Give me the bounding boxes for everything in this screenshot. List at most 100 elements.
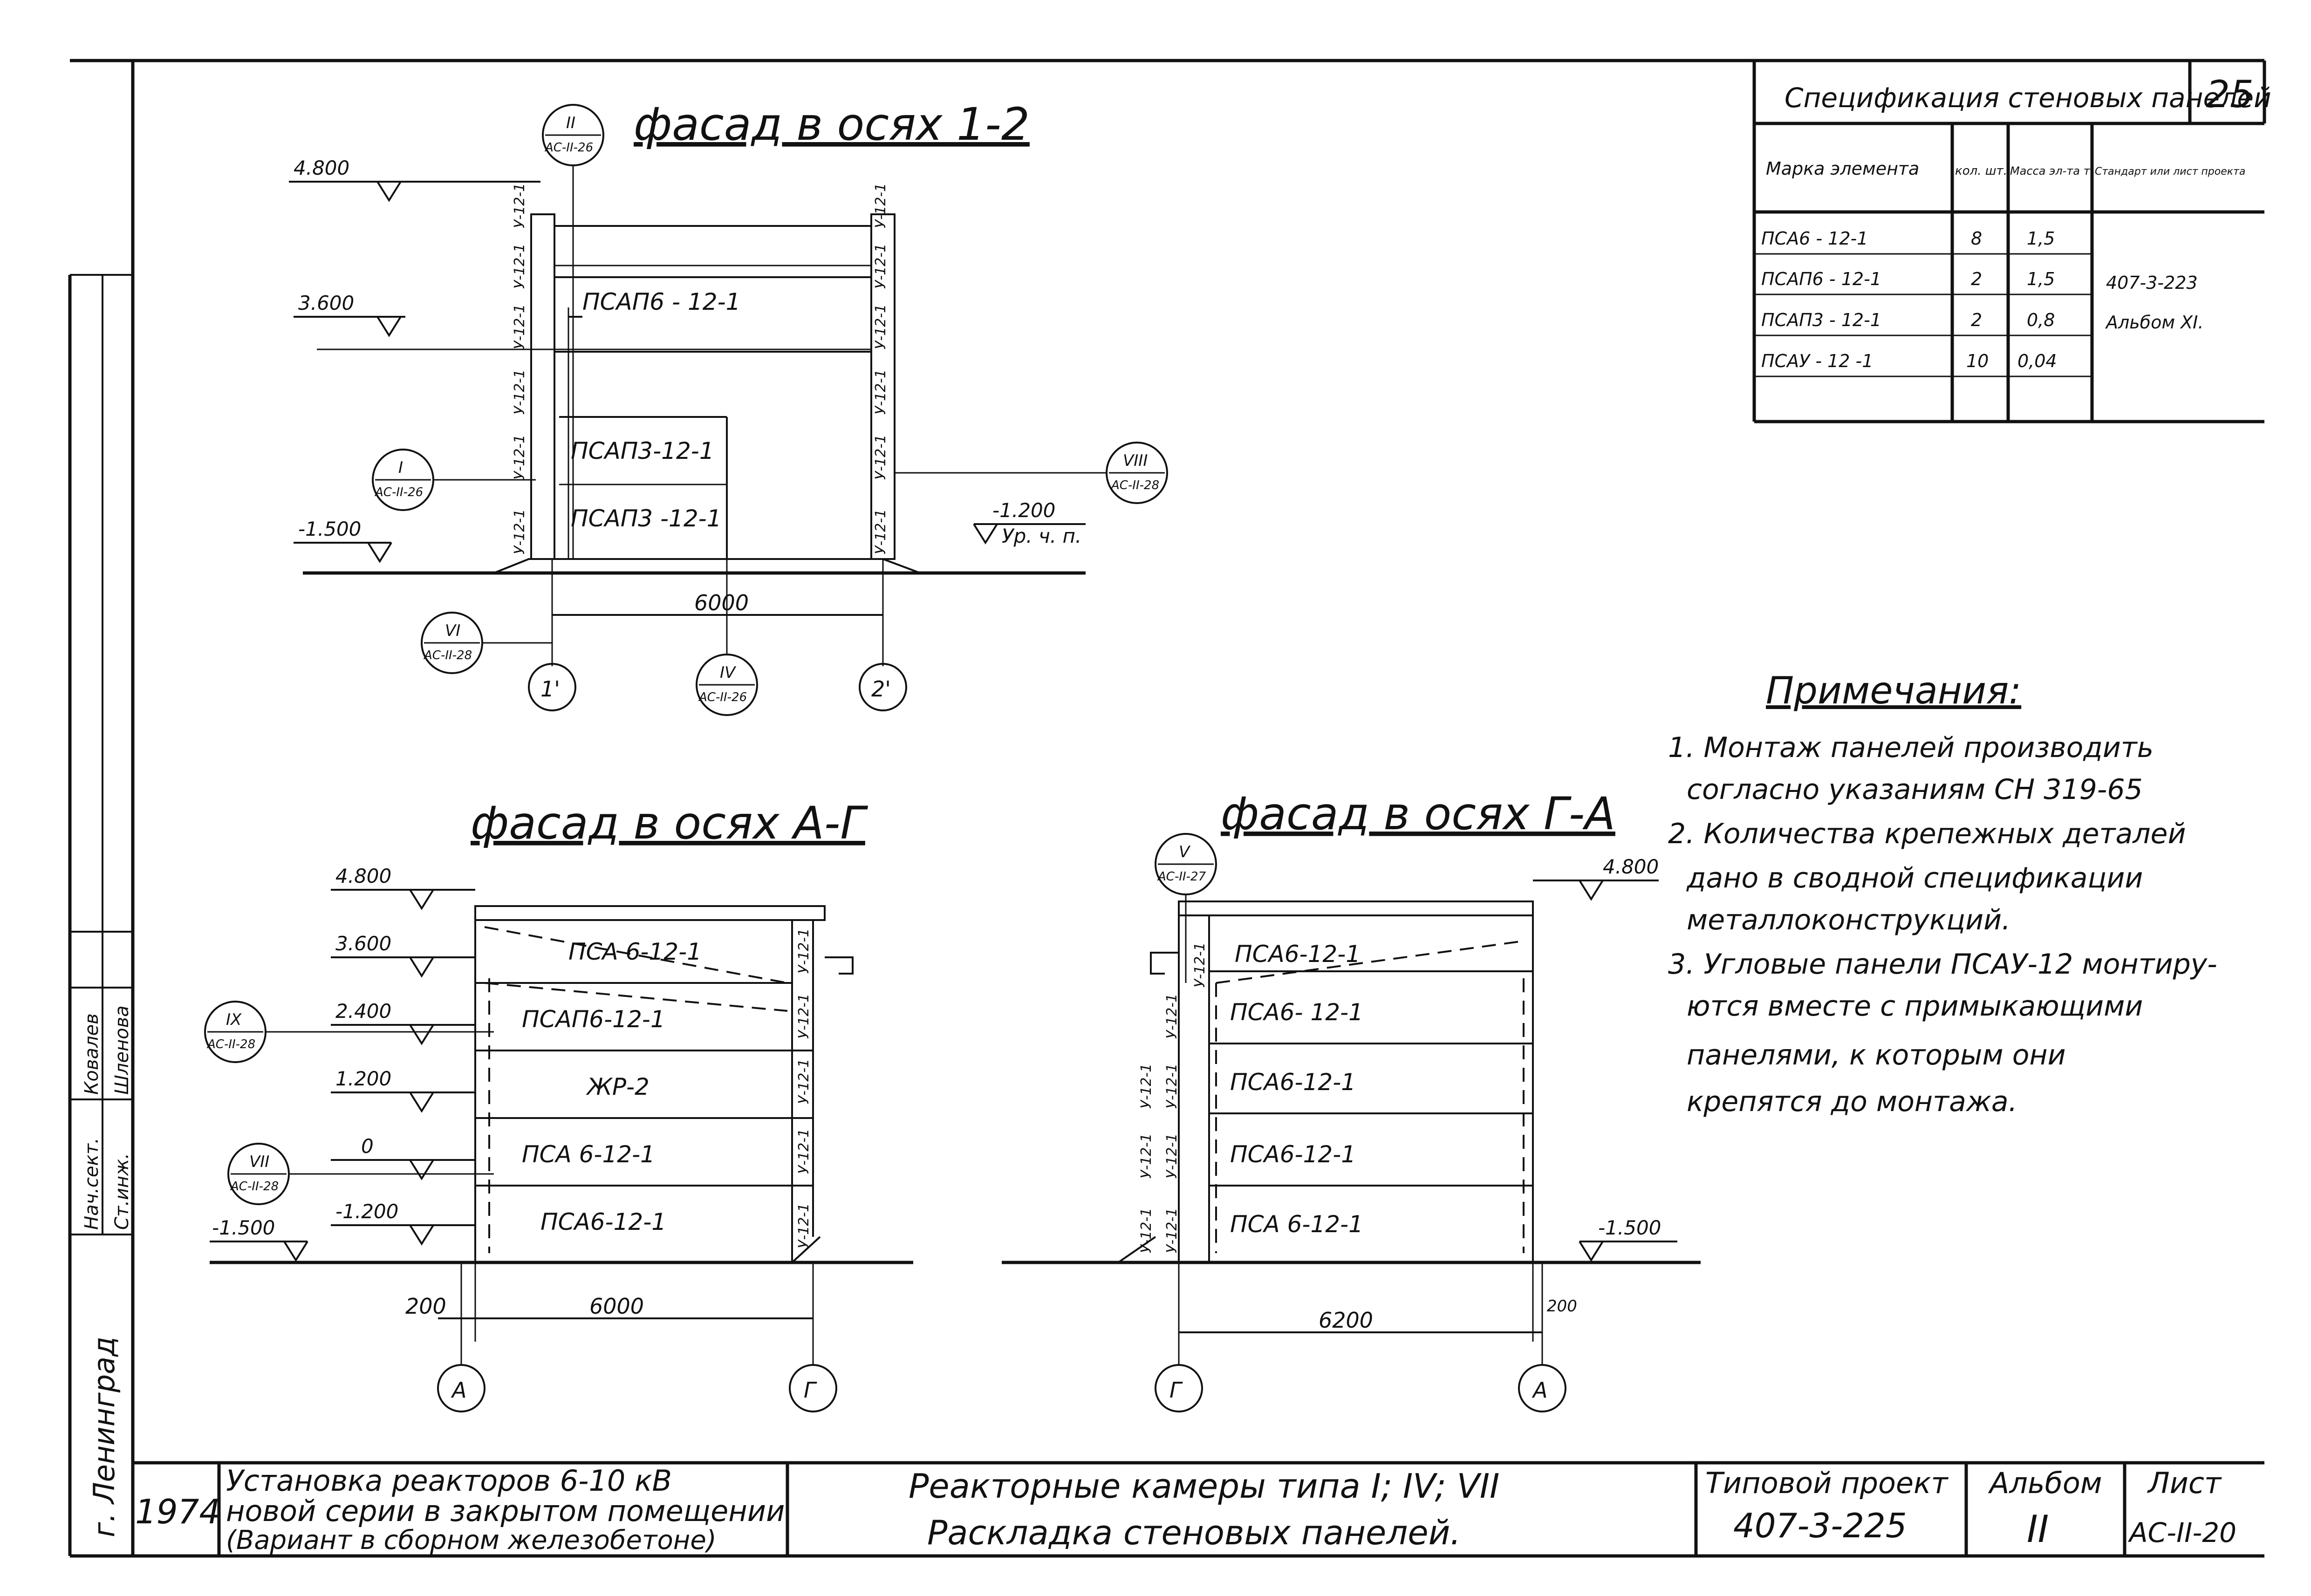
svg-text:АС-II-28: АС-II-28 (206, 1037, 255, 1051)
corner-panel-label: У-12-1 (512, 304, 528, 349)
panel-label: ПСА 6-12-1 (568, 938, 702, 965)
axis-label: А (1532, 1378, 1547, 1403)
level-mark: Ур. ч. п. (1002, 525, 1081, 547)
svg-text:V: V (1179, 843, 1191, 861)
section-callout: V АС-II-27 (1155, 833, 1217, 983)
corner-panel-label: У-12-1 (512, 369, 528, 415)
panel-label: ПСА 6-12-1 (522, 1141, 655, 1168)
elevation-g-a: фасад в осях Г-А ПСА6-12-1 ПСА6- 12-1 ПС… (1002, 788, 1701, 1412)
panel-label: ПСА6-12-1 (1235, 941, 1361, 968)
panel-label: ПСАП6 - 12-1 (582, 288, 740, 315)
corner-panel-label: У-12-1 (796, 1203, 812, 1248)
level-mark: -1.200 (992, 499, 1055, 522)
title-project: (Вариант в сборном железобетоне) (226, 1525, 717, 1555)
sheet-number: 25 (2206, 73, 2254, 116)
corner-panel-label: У-12-1 (873, 183, 889, 228)
corner-panel-label: У-12-1 (796, 994, 812, 1039)
panel-label: ПСА 6-12-1 (1230, 1211, 1363, 1238)
title-block: 1974 Установка реакторов 6-10 кВ новой с… (133, 1461, 2264, 1556)
level-mark: -1.500 (212, 1216, 275, 1239)
elevation-2-title: фасад в осях А-Г (471, 797, 868, 849)
elevation-3-title: фасад в осях Г-А (1221, 788, 1615, 840)
spec-header-standard: Стандарт или лист проекта (2095, 166, 2245, 177)
level-mark: 2.400 (335, 1000, 391, 1023)
stamp-name: Ковалев (81, 1013, 103, 1095)
level-mark: -1.500 (1598, 1216, 1661, 1239)
title-sheet-value: АС-II-20 (2127, 1517, 2236, 1548)
note-line: 2. Количества крепежных деталей (1668, 818, 2186, 850)
panel-label: ЖР-2 (586, 1073, 650, 1100)
panel-label: ПСА6-12-1 (1230, 1069, 1356, 1096)
title-drawing: Реакторные камеры типа I; IV; VII (909, 1466, 1499, 1506)
axis-label: 2' (871, 676, 891, 702)
axis-label: Г (804, 1378, 817, 1403)
svg-text:АС-II-28: АС-II-28 (230, 1180, 279, 1194)
corner-panel-label: У-12-1 (873, 509, 889, 554)
note-line: дано в сводной спецификации (1686, 862, 2143, 894)
svg-text:АС-II-27: АС-II-27 (1157, 870, 1206, 884)
side-stamp: Нач.сект. Ковалев Ст.инж. Шленова г. Лен… (68, 274, 133, 1556)
level-mark: 4.800 (335, 865, 391, 887)
section-callout: IV АС-II-26 (696, 484, 758, 716)
panel-label: ПСАП3 -12-1 (571, 505, 722, 532)
svg-text:АС-II-26: АС-II-26 (374, 485, 423, 499)
corner-panel-label: У-12-1 (512, 244, 528, 289)
title-drawing: Раскладка стеновых панелей. (927, 1513, 1461, 1552)
svg-text:АС-II-26: АС-II-26 (698, 690, 747, 704)
spec-row-mark: ПСА6 - 12-1 (1761, 228, 1868, 249)
note-line: ются вместе с примыкающими (1687, 990, 2143, 1023)
title-typical-label: Типовой проект (1705, 1466, 1949, 1500)
spec-standard-1: 407-3-223 (2106, 273, 2198, 293)
dimension-label: 6200 (1319, 1308, 1373, 1333)
elevation-a-g: фасад в осях А-Г ПСА 6-12-1 ПСАП6-12-1 Ж… (204, 797, 913, 1412)
note-line: 1. Монтаж панелей производить (1668, 731, 2154, 764)
corner-panel-label: У-12-1 (796, 1059, 812, 1104)
corner-panel-label: У-12-1 (873, 244, 889, 289)
title-sheet-label: Лист (2147, 1466, 2222, 1500)
corner-panel-label: У-12-1 (1164, 1064, 1180, 1109)
level-mark: 3.600 (335, 932, 391, 955)
section-callout: IX АС-II-28 (204, 1001, 494, 1063)
spec-row-mark: ПСАП6 - 12-1 (1761, 269, 1881, 289)
note-line: 3. Угловые панели ПСАУ-12 монтиру- (1668, 948, 2217, 981)
stamp-role: Нач.сект. (81, 1138, 103, 1230)
corner-panel-label: У-12-1 (512, 435, 528, 480)
svg-text:I: I (398, 458, 403, 477)
svg-text:II: II (566, 114, 575, 132)
dimension-label: 200 (405, 1294, 446, 1319)
dimension-label: 6000 (694, 590, 749, 615)
spec-header-qty: кол. шт. (1955, 164, 2007, 178)
stamp-city: г. Ленинград (87, 1337, 121, 1537)
level-mark: 3.600 (298, 292, 354, 314)
title-project: новой серии в закрытом помещении (226, 1494, 785, 1528)
corner-panel-label: У-12-1 (1192, 942, 1208, 988)
notes-heading: Примечания: (1766, 669, 2021, 712)
level-mark: 4.800 (1603, 855, 1659, 878)
title-project: Установка реакторов 6-10 кВ (226, 1464, 672, 1498)
svg-text:АС-II-26: АС-II-26 (544, 141, 593, 155)
section-callout: I АС-II-26 (372, 449, 536, 511)
corner-panel-label: У-12-1 (1138, 1133, 1155, 1179)
title-album-label: Альбом (1988, 1466, 2102, 1500)
level-mark: 1.200 (335, 1067, 391, 1090)
panel-label: ПСАП3-12-1 (571, 437, 714, 464)
spec-row-mark: ПСАУ - 12 -1 (1761, 351, 1873, 371)
axis-label: Г (1169, 1378, 1183, 1403)
title-album-value: II (2027, 1507, 2049, 1551)
svg-text:АС-II-28: АС-II-28 (423, 648, 472, 662)
panel-label: ПСАП6-12-1 (522, 1006, 665, 1033)
sheet-number-box: 25 (2188, 61, 2266, 123)
panel-label: ПСА6- 12-1 (1230, 999, 1363, 1026)
elevation-1-2: фасад в осях 1-2 ПСАП6 - 12-1 ПСАП3-12-1… (289, 98, 1168, 716)
level-mark: -1.200 (335, 1200, 398, 1223)
corner-panel-label: У-12-1 (873, 369, 889, 415)
spec-table: Спецификация стеновых панелей Марка элем… (1752, 61, 2271, 423)
corner-panel-label: У-12-1 (1138, 1064, 1155, 1109)
axis-label: 1' (540, 676, 560, 702)
corner-panel-label: У-12-1 (873, 435, 889, 480)
level-mark: 4.800 (294, 157, 349, 179)
section-callout: VI АС-II-28 (421, 612, 552, 674)
spec-row-mass: 1,5 (2027, 228, 2055, 249)
stamp-role: Ст.инж. (111, 1153, 133, 1230)
